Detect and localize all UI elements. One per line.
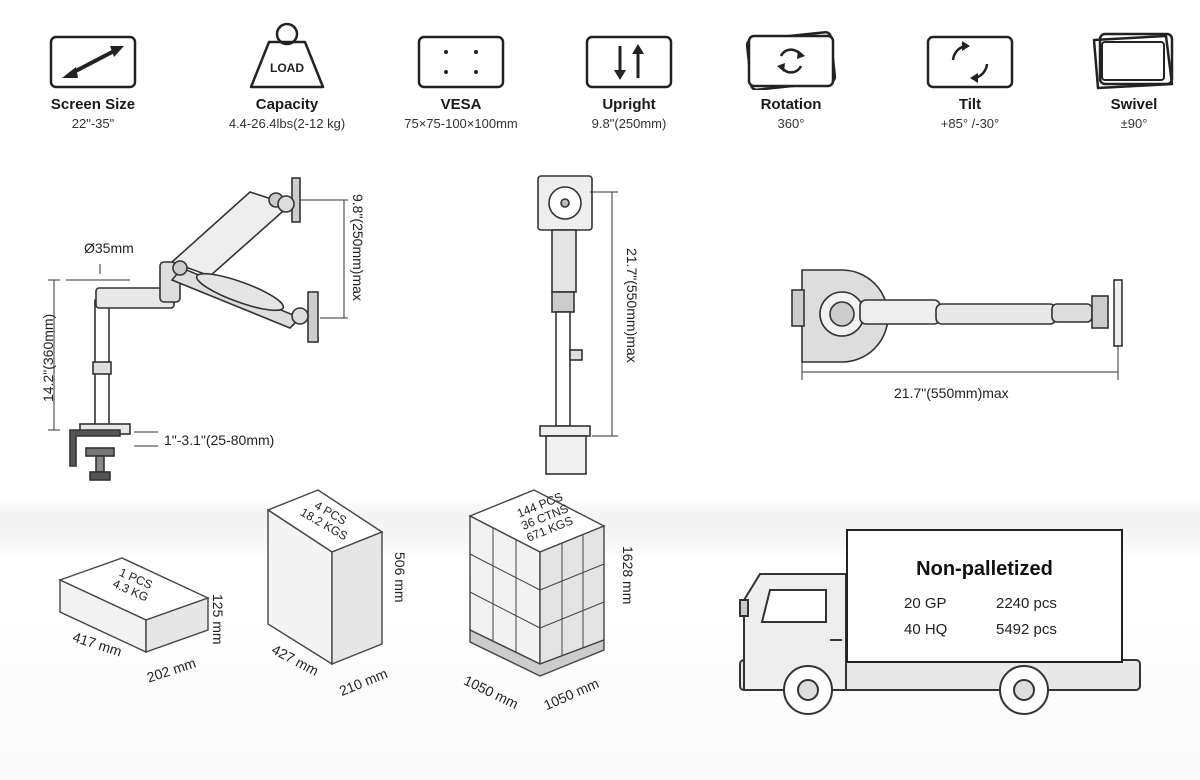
feature-title: Rotation	[760, 96, 822, 113]
clamp-range-label: 1"-3.1"(25-80mm)	[164, 432, 275, 448]
pallet-label: 144 PCS 36 CTNS 671 KGS	[496, 483, 594, 553]
feature-upright: Upright 9.8"(250mm)	[544, 34, 714, 131]
feature-tilt: Tilt +85° /-30°	[885, 34, 1055, 131]
up-down-arrows-icon	[585, 35, 673, 89]
feature-screen-size: Screen Size 22"-35"	[8, 34, 178, 131]
feature-title: Screen Size	[50, 96, 136, 113]
shipping-container: 40 HQ	[904, 621, 948, 638]
shipping-container: 20 GP	[904, 595, 947, 612]
feature-value: ±90°	[1120, 116, 1148, 131]
feature-value: 360°	[777, 116, 805, 131]
single-box-length: 417 mm	[70, 628, 124, 660]
rotation-icon	[745, 30, 837, 90]
feature-title: Swivel	[1110, 96, 1158, 113]
feature-value: 22"-35"	[71, 116, 115, 131]
arm-vertical-label: 9.8"(250mm)max	[350, 194, 366, 301]
pallet-length: 1050 mm	[461, 672, 521, 712]
feature-value: 75×75-100×100mm	[404, 116, 518, 131]
vesa-plate-icon	[417, 35, 505, 89]
feature-title: Capacity	[255, 96, 319, 113]
pole-height-label: 14.2"(360mm)	[40, 313, 56, 402]
load-weight-icon: LOAD	[249, 22, 325, 89]
top-max-reach-label: 21.7"(550mm)max	[894, 385, 1009, 401]
swivel-icon	[1092, 32, 1174, 90]
feature-capacity: LOAD Capacity 4.4-26.4lbs(2-12 kg)	[202, 22, 372, 131]
tilt-icon	[926, 35, 1014, 89]
front-max-height-label: 21.7"(550mm)max	[624, 248, 640, 363]
feature-title: VESA	[440, 96, 482, 113]
feature-rotation: Rotation 360°	[706, 30, 876, 131]
pallet-height: 1628 mm	[620, 546, 636, 605]
carton-box-height: 506 mm	[392, 552, 408, 603]
carton-box-length: 427 mm	[269, 641, 322, 679]
single-box-height: 125 mm	[210, 594, 226, 645]
pallet-width: 1050 mm	[541, 674, 602, 714]
feature-swivel: Swivel ±90°	[1049, 32, 1200, 131]
carton-box-label: 4 PCS 18.2 KGS	[282, 485, 373, 553]
feature-title: Tilt	[958, 96, 982, 113]
diagonal-arrow-icon	[49, 35, 137, 89]
shipping-quantity: 2240 pcs	[996, 595, 1057, 612]
shipping-card: Non-palletized 20 GP 2240 pcs 40 HQ 5492…	[846, 529, 1123, 663]
shipping-title: Non-palletized	[916, 558, 1053, 580]
single-box-label: 1 PCS 4.3 KG	[87, 555, 180, 615]
feature-value: +85° /-30°	[940, 116, 1000, 131]
load-label: LOAD	[270, 61, 304, 75]
feature-title: Upright	[602, 96, 656, 113]
feature-value: 9.8"(250mm)	[591, 116, 667, 131]
pole-diameter-label: Ø35mm	[84, 240, 134, 256]
shipping-quantity: 5492 pcs	[996, 621, 1057, 638]
feature-icons-row: Screen Size 22"-35" LOAD Capacity 4.4-26…	[0, 22, 1200, 154]
carton-box-width: 210 mm	[336, 665, 390, 699]
single-box-width: 202 mm	[144, 654, 198, 686]
top-view-drawing	[791, 269, 1123, 380]
front-view-drawing	[537, 175, 618, 475]
feature-value: 4.4-26.4lbs(2-12 kg)	[228, 116, 346, 131]
feature-vesa: VESA 75×75-100×100mm	[376, 34, 546, 131]
